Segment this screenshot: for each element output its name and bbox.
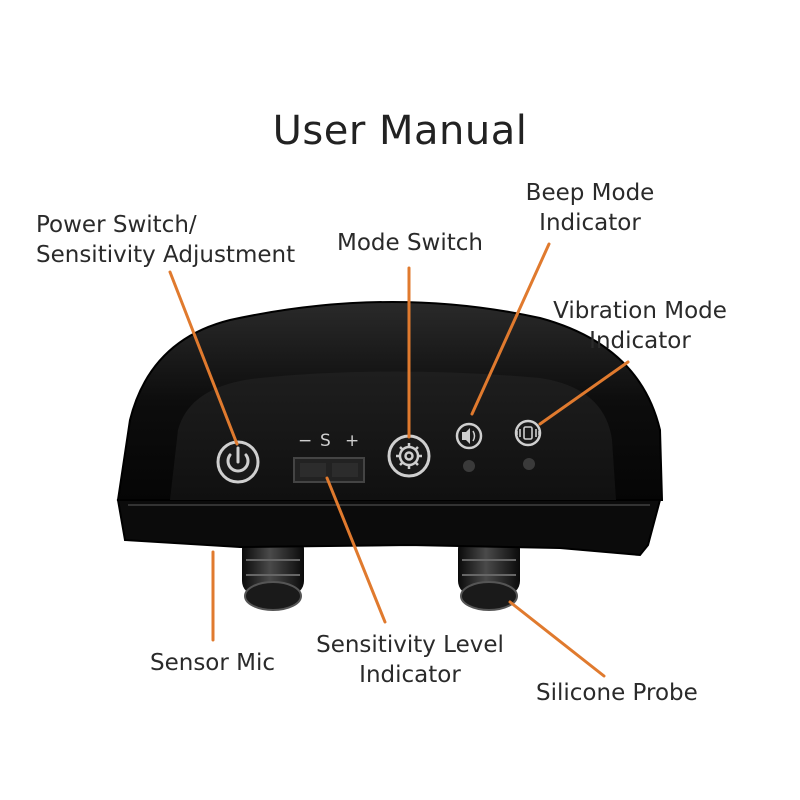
mode-label-line1: Mode Switch xyxy=(336,230,484,256)
sensor-connector xyxy=(242,535,304,611)
beep-callout-line xyxy=(470,242,551,416)
vibration-label-line2: Indicator xyxy=(589,328,691,354)
level-label-line1: Sensitivity Level xyxy=(316,632,504,658)
power-switch xyxy=(216,440,260,484)
power-callout-line xyxy=(168,270,239,446)
probe-connector xyxy=(458,535,520,611)
beep-callout-label: Beep Mode Indicator xyxy=(500,178,680,238)
page-title: User Manual xyxy=(272,108,528,154)
probe-callout-label: Silicone Probe xyxy=(536,678,698,708)
sensor-label-line1: Sensor Mic xyxy=(150,650,276,676)
vibration-callout-label: Vibration Mode Indicator xyxy=(530,296,750,356)
plus-symbol: + xyxy=(345,431,359,451)
level-label-line2: Indicator xyxy=(359,662,461,688)
sensitivity-display xyxy=(293,457,365,483)
probe-callout-line xyxy=(508,600,606,678)
power-label-line2: Sensitivity Adjustment xyxy=(36,242,296,268)
mode-switch xyxy=(387,434,431,478)
vibration-label-line1: Vibration Mode xyxy=(553,298,727,324)
vibration-icon xyxy=(516,426,540,440)
mode-callout-label: Mode Switch xyxy=(320,228,500,258)
vibration-callout-line xyxy=(538,360,630,426)
beep-label-line1: Beep Mode xyxy=(525,180,655,206)
gear-icon xyxy=(396,443,422,469)
level-callout-line xyxy=(325,476,387,624)
s-symbol: S xyxy=(320,431,331,451)
vibration-mode-indicator xyxy=(514,419,542,470)
callout-lines xyxy=(168,242,630,678)
power-label-line1: Power Switch/ xyxy=(36,212,197,238)
power-callout-label: Power Switch/ Sensitivity Adjustment xyxy=(36,210,295,270)
sensor-callout-label: Sensor Mic xyxy=(150,648,275,678)
minus-symbol: − xyxy=(298,431,312,451)
beep-label-line2: Indicator xyxy=(539,210,641,236)
speaker-icon xyxy=(462,428,476,444)
probe-label-line1: Silicone Probe xyxy=(536,680,698,706)
beep-mode-indicator xyxy=(455,422,483,472)
level-callout-label: Sensitivity Level Indicator xyxy=(300,630,520,690)
